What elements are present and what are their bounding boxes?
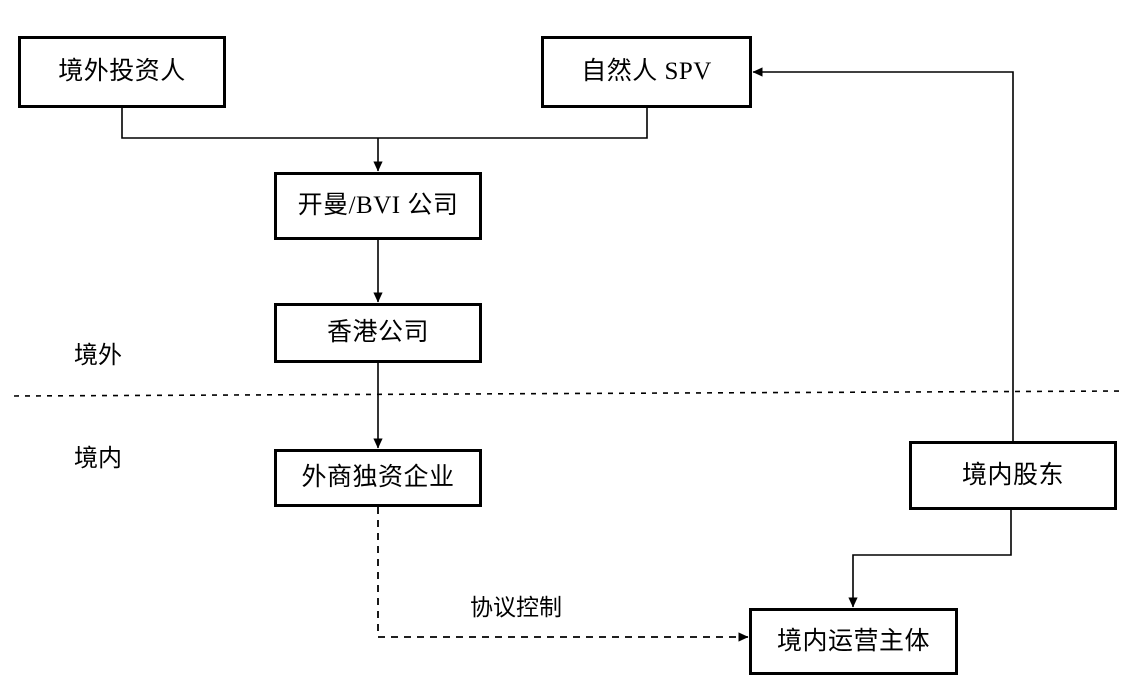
edge-domestic-holder-to-spv [752, 67, 1014, 441]
node-hongkong-co-label: 香港公司 [326, 319, 429, 347]
node-wfoe[interactable]: 外商独资企业 [274, 449, 482, 507]
node-natural-person-spv-label: 自然人 SPV [581, 58, 712, 86]
edge-label-vie-control: 协议控制 [470, 595, 562, 620]
edge-spv-to-cayman [378, 108, 648, 139]
onshore-offshore-divider [13, 390, 1126, 397]
node-domestic-holder-label: 境内股东 [961, 461, 1064, 489]
edge-domestic-holder-to-opco [848, 510, 1012, 608]
edge-offshore-investor-to-cayman [121, 108, 378, 139]
node-wfoe-label: 外商独资企业 [301, 464, 455, 492]
node-cayman-bvi[interactable]: 开曼/BVI 公司 [274, 172, 482, 240]
node-offshore-investor-label: 境外投资人 [58, 58, 186, 86]
node-domestic-opco[interactable]: 境内运营主体 [749, 608, 958, 675]
node-cayman-bvi-label: 开曼/BVI 公司 [297, 192, 459, 220]
node-hongkong-co[interactable]: 香港公司 [274, 303, 482, 363]
edge-wfoe-to-opco-vie [377, 507, 749, 642]
zone-label-onshore: 境内 [74, 446, 122, 472]
node-natural-person-spv[interactable]: 自然人 SPV [541, 36, 752, 108]
node-offshore-investor[interactable]: 境外投资人 [18, 36, 226, 108]
zone-label-offshore: 境外 [74, 343, 122, 369]
node-domestic-holder[interactable]: 境内股东 [909, 441, 1117, 510]
node-domestic-opco-label: 境内运营主体 [776, 627, 930, 655]
